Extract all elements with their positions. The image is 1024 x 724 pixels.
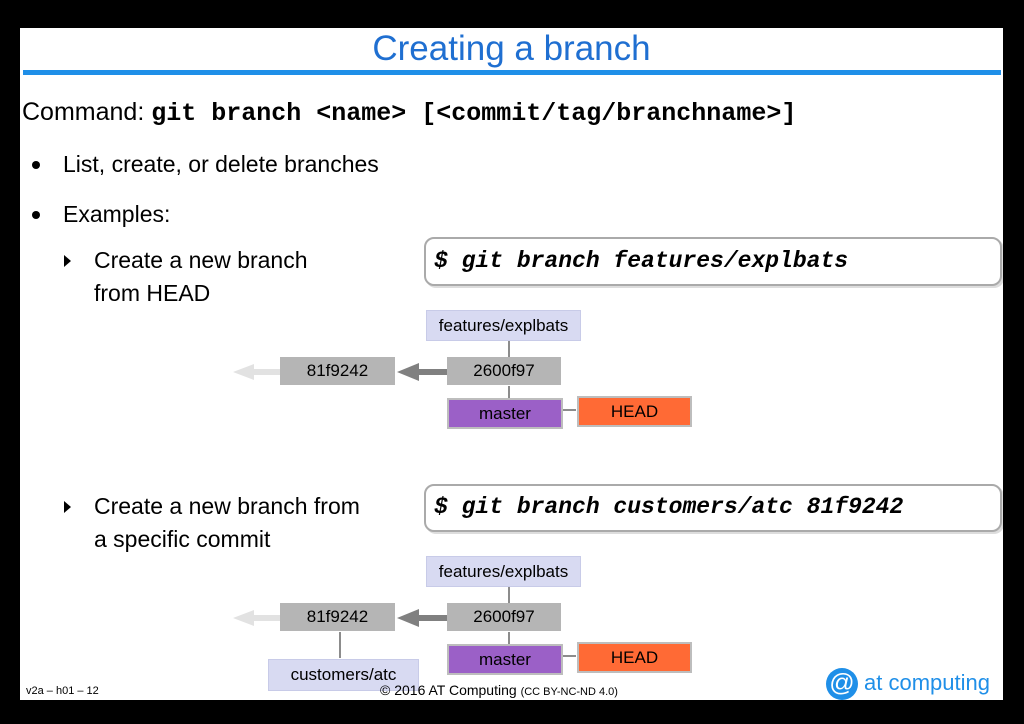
example-2-command: $ git branch customers/atc 81f9242 [434, 494, 904, 520]
example-2-commit-left: 81f9242 [280, 603, 395, 631]
example-1-commit-right: 2600f97 [447, 357, 561, 385]
command-line: Command: git branch <name> [<commit/tag/… [22, 98, 796, 128]
example-2-master-box: master [447, 644, 563, 675]
example-2-line2: a specific commit [94, 526, 271, 552]
example-2-commit-right: 2600f97 [447, 603, 561, 631]
history-arrow-head [233, 364, 254, 380]
diagram-1-connectors [233, 340, 576, 658]
history-arrow-shaft [253, 615, 280, 621]
example-1-text: Create a new branch from HEAD [94, 244, 308, 310]
parent-arrow-shaft [418, 615, 447, 621]
at-logo-icon: @ [826, 668, 858, 700]
bullet-text: List, create, or delete branches [63, 151, 379, 177]
command-code: git branch <name> [<commit/tag/branchnam… [151, 99, 797, 128]
history-arrow-head [233, 610, 254, 626]
example-1-master-box: master [447, 398, 563, 429]
bullet-dot [32, 161, 40, 169]
footer-license: (CC BY-NC-ND 4.0) [520, 686, 618, 698]
footer-copyright-text: © 2016 AT Computing [380, 682, 517, 698]
slide: Creating a branch Command: git branch <n… [20, 28, 1003, 700]
example-2-branch-box: features/explbats [426, 556, 581, 587]
example-2-customers-box: customers/atc [268, 659, 419, 691]
example-1-line2: from HEAD [94, 280, 211, 306]
example-2-command-box: $ git branch customers/atc 81f9242 [424, 484, 1002, 532]
title-rule [23, 70, 1001, 75]
history-arrow-shaft [253, 369, 280, 375]
sub-bullet-marker [64, 255, 71, 267]
example-1-commit-left: 81f9242 [280, 357, 395, 385]
example-1-command: $ git branch features/explbats [434, 248, 849, 274]
footer-copyright: © 2016 AT Computing (CC BY-NC-ND 4.0) [380, 682, 618, 698]
parent-arrow-shaft [418, 369, 447, 375]
example-1-line1: Create a new branch [94, 247, 308, 273]
example-2-text: Create a new branch from a specific comm… [94, 490, 360, 556]
example-1-head-box: HEAD [577, 396, 692, 427]
logo-text: at computing [864, 670, 990, 695]
slide-title: Creating a branch [372, 29, 651, 68]
bullet-text: Examples: [63, 201, 171, 227]
example-1-branch-box: features/explbats [426, 310, 581, 341]
parent-arrow-head [397, 609, 419, 627]
parent-arrow-head [397, 363, 419, 381]
sub-bullet-marker [64, 501, 71, 513]
example-2-line1: Create a new branch from [94, 493, 360, 519]
example-2-head-box: HEAD [577, 642, 692, 673]
example-1-command-box: $ git branch features/explbats [424, 237, 1002, 286]
command-label: Command: [22, 98, 145, 126]
footer-page-code: v2a – h01 – 12 [26, 685, 99, 697]
bullet-dot [32, 211, 40, 219]
